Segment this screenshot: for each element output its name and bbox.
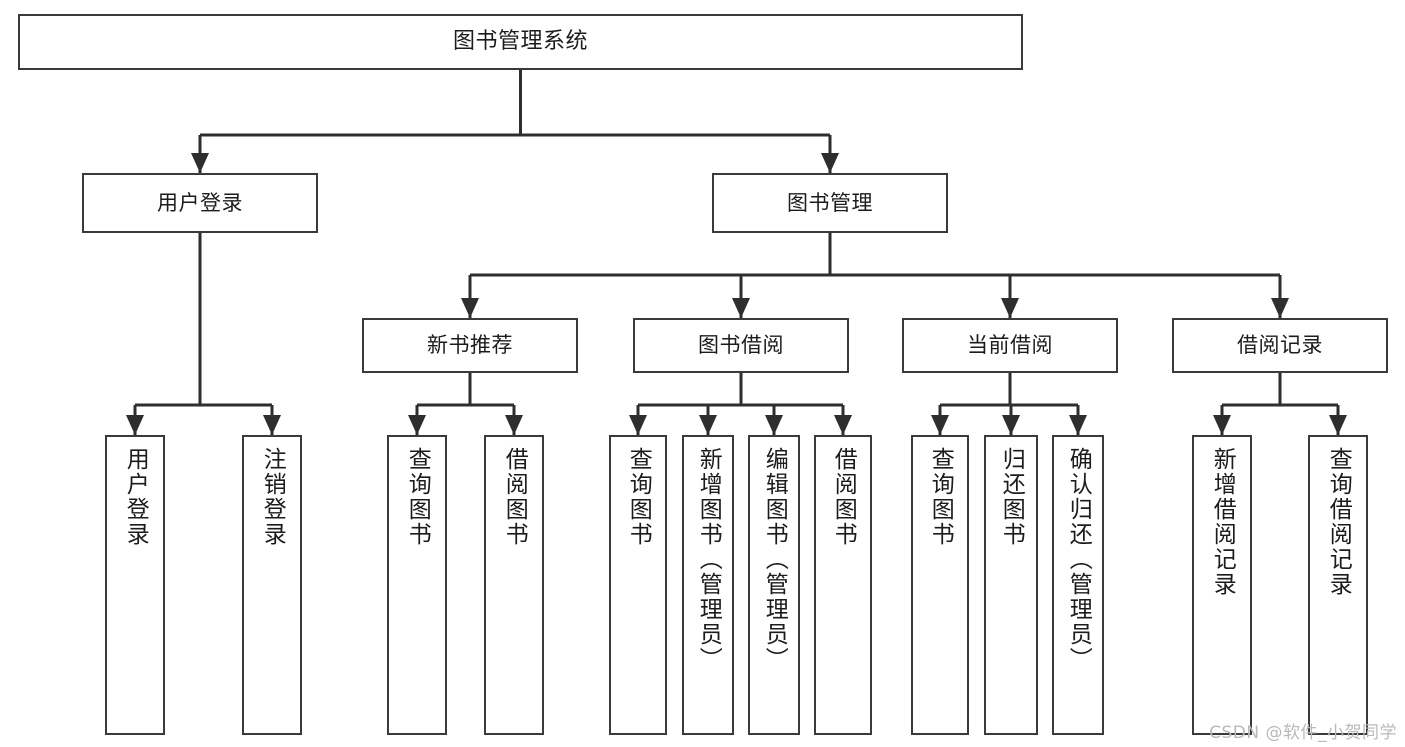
- arrowhead-leaf-borrow-1: [629, 415, 647, 435]
- node-records[interactable]: 借阅记录: [1172, 318, 1388, 373]
- arrowhead-current: [1001, 298, 1019, 318]
- arrowhead-leaf-rec-2: [1329, 415, 1347, 435]
- node-label: 图书管理: [787, 190, 873, 215]
- node-leaf-new-1[interactable]: 查询图书: [387, 435, 447, 735]
- node-leaf-login-1[interactable]: 用户登录: [105, 435, 165, 735]
- node-label: 新增图书（管理员）: [695, 447, 722, 672]
- node-leaf-borrow-2[interactable]: 新增图书（管理员）: [682, 435, 734, 735]
- node-label: 图书管理系统: [452, 29, 588, 55]
- node-leaf-cur-2[interactable]: 归还图书: [984, 435, 1038, 735]
- arrowhead-leaf-login-2: [263, 415, 281, 435]
- node-label: 编辑图书（管理员）: [761, 447, 788, 672]
- node-leaf-login-2[interactable]: 注销登录: [242, 435, 302, 735]
- arrowhead-records: [1271, 298, 1289, 318]
- node-newbook[interactable]: 新书推荐: [362, 318, 578, 373]
- node-label: 新书推荐: [427, 333, 513, 358]
- node-label: 确认归还（管理员）: [1065, 447, 1092, 672]
- arrowhead-leaf-borrow-4: [834, 415, 852, 435]
- arrowhead-leaf-cur-3: [1069, 415, 1087, 435]
- node-root[interactable]: 图书管理系统: [18, 14, 1023, 70]
- node-bookmgmt[interactable]: 图书管理: [712, 173, 948, 233]
- node-label: 当前借阅: [967, 333, 1053, 358]
- arrowhead-leaf-new-1: [408, 415, 426, 435]
- node-leaf-cur-1[interactable]: 查询图书: [911, 435, 969, 735]
- node-label: 借阅图书: [830, 447, 857, 547]
- node-label: 借阅图书: [501, 447, 528, 547]
- arrowhead-leaf-borrow-2: [699, 415, 717, 435]
- node-leaf-borrow-3[interactable]: 编辑图书（管理员）: [748, 435, 800, 735]
- node-leaf-rec-2[interactable]: 查询借阅记录: [1308, 435, 1368, 735]
- arrowhead-leaf-borrow-3: [765, 415, 783, 435]
- node-label: 查询图书: [404, 447, 431, 547]
- node-label: 查询借阅记录: [1325, 447, 1352, 597]
- arrowhead-leaf-new-2: [505, 415, 523, 435]
- node-label: 用户登录: [157, 190, 243, 215]
- node-label: 注销登录: [259, 447, 286, 547]
- node-leaf-borrow-4[interactable]: 借阅图书: [814, 435, 872, 735]
- node-leaf-borrow-1[interactable]: 查询图书: [609, 435, 667, 735]
- node-leaf-cur-3[interactable]: 确认归还（管理员）: [1052, 435, 1104, 735]
- node-label: 用户登录: [122, 447, 149, 547]
- node-label: 归还图书: [998, 447, 1025, 547]
- node-leaf-rec-1[interactable]: 新增借阅记录: [1192, 435, 1252, 735]
- node-label: 图书借阅: [698, 333, 784, 358]
- arrowhead-bookmgmt: [821, 153, 839, 173]
- watermark: CSDN @软件_小贺同学: [1209, 723, 1397, 743]
- arrowhead-leaf-login-1: [126, 415, 144, 435]
- node-login[interactable]: 用户登录: [82, 173, 318, 233]
- node-current[interactable]: 当前借阅: [902, 318, 1118, 373]
- arrowhead-login: [191, 153, 209, 173]
- node-label: 查询图书: [625, 447, 652, 547]
- node-borrow[interactable]: 图书借阅: [633, 318, 849, 373]
- node-leaf-new-2[interactable]: 借阅图书: [484, 435, 544, 735]
- node-label: 借阅记录: [1237, 333, 1323, 358]
- arrowhead-newbook: [461, 298, 479, 318]
- node-label: 新增借阅记录: [1209, 447, 1236, 597]
- arrowhead-borrow: [732, 298, 750, 318]
- arrowhead-leaf-cur-1: [931, 415, 949, 435]
- arrowhead-leaf-cur-2: [1002, 415, 1020, 435]
- node-label: 查询图书: [927, 447, 954, 547]
- arrowhead-leaf-rec-1: [1213, 415, 1231, 435]
